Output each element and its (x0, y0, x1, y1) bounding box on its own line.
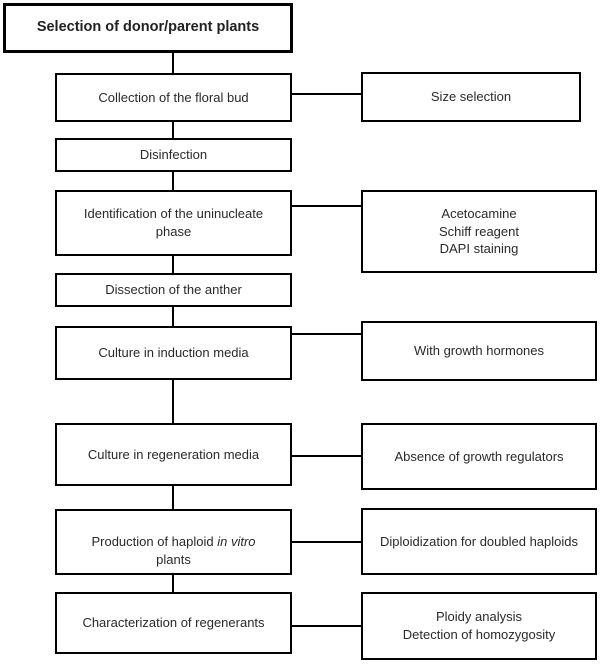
step-label: Production of haploid in vitro plants (91, 516, 255, 569)
step-culture-regeneration-media: Culture in regeneration media (55, 423, 292, 486)
step-identification-uninucleate-phase: Identification of the uninucleate phase (55, 190, 292, 256)
note-ploidy-analysis-homozygosity: Ploidy analysis Detection of homozygosit… (361, 592, 597, 660)
note-connector-absence-growth-regulators (292, 455, 361, 457)
note-connector-diploidization (292, 541, 361, 543)
note-label: With growth hormones (413, 343, 545, 359)
flow-connector-vertical-3 (172, 172, 174, 190)
note-connector-size-selection (292, 93, 361, 95)
flow-connector-vertical-8 (172, 575, 174, 592)
note-label: Ploidy analysis Detection of homozygosit… (402, 609, 556, 642)
flow-connector-vertical-4 (172, 256, 174, 273)
step-label: Characterization of regenerants (82, 615, 265, 631)
note-staining-methods: Acetocamine Schiff reagent DAPI staining (361, 190, 597, 273)
flow-connector-vertical-7 (172, 486, 174, 509)
flow-connector-vertical-6 (172, 380, 174, 423)
step-disinfection: Disinfection (55, 138, 292, 172)
flow-connector-vertical-1 (172, 53, 174, 73)
note-label: Size selection (430, 89, 512, 105)
note-connector-staining-methods (292, 205, 361, 207)
step-label: Identification of the uninucleate phase (83, 206, 264, 239)
step-production-haploid-plants: Production of haploid in vitro plants (55, 509, 292, 575)
step-label-part: Production of haploid (91, 534, 218, 550)
note-absence-growth-regulators: Absence of growth regulators (361, 423, 597, 490)
step-label: Dissection of the anther (105, 282, 242, 298)
note-size-selection: Size selection (361, 72, 581, 122)
step-label: Collection of the floral bud (98, 89, 249, 105)
note-connector-growth-hormones (292, 333, 361, 335)
step-selection-donor-parent-plants: Selection of donor/parent plants (3, 3, 293, 53)
note-label: Diploidization for doubled haploids (379, 533, 579, 549)
step-culture-induction-media: Culture in induction media (55, 326, 292, 380)
step-label-italic: in vitro (217, 534, 256, 550)
note-label: Absence of growth regulators (394, 448, 564, 464)
note-connector-ploidy-analysis (292, 625, 361, 627)
step-dissection-anther: Dissection of the anther (55, 273, 292, 307)
step-collection-floral-bud: Collection of the floral bud (55, 73, 292, 122)
note-diploidization-doubled-haploids: Diploidization for doubled haploids (361, 508, 597, 575)
flow-connector-vertical-2 (172, 122, 174, 138)
step-label: Culture in regeneration media (87, 446, 260, 462)
step-characterization-regenerants: Characterization of regenerants (55, 592, 292, 654)
step-label: Disinfection (139, 147, 208, 163)
note-growth-hormones: With growth hormones (361, 321, 597, 381)
step-label: Selection of donor/parent plants (36, 19, 260, 36)
note-label: Acetocamine Schiff reagent DAPI staining (439, 206, 519, 257)
flow-connector-vertical-5 (172, 307, 174, 326)
step-label-line2: plants (156, 551, 191, 567)
step-label: Culture in induction media (98, 345, 249, 361)
